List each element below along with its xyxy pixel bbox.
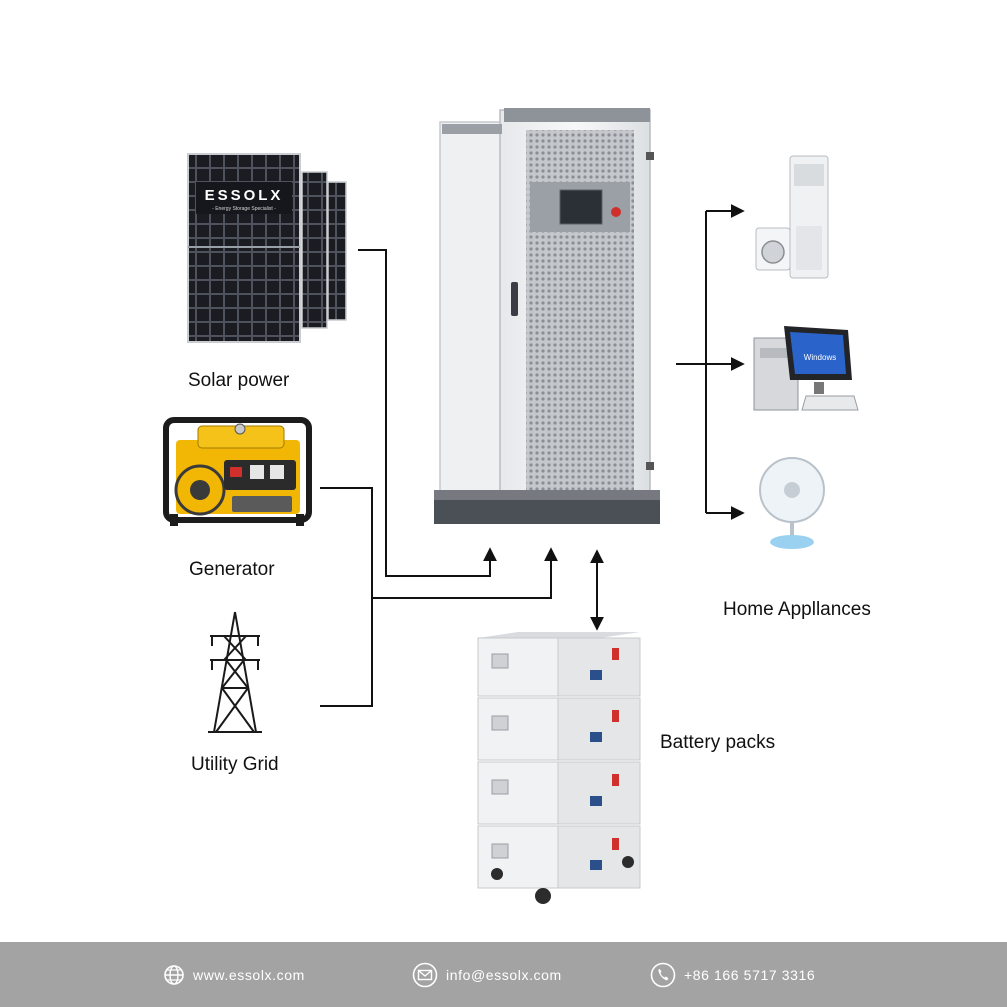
electric-fan-image xyxy=(759,457,825,549)
email-text[interactable]: info@essolx.com xyxy=(446,966,562,983)
panel-brand-tagline: - Energy Storage Specialist - xyxy=(212,206,276,212)
utility-grid-tower-image xyxy=(208,611,262,733)
globe-icon xyxy=(164,964,184,985)
website-text[interactable]: www.essolx.com xyxy=(193,966,305,983)
envelope-icon xyxy=(412,962,438,987)
phone-text[interactable]: +86 166 5717 3316 xyxy=(684,966,816,983)
solar-to-cabinet-line xyxy=(358,249,497,577)
bus-to-cabinet-line xyxy=(372,547,558,599)
phone-contact[interactable]: +86 166 5717 3316 xyxy=(650,942,815,1007)
air-conditioner-washer-image xyxy=(755,155,829,279)
email-contact[interactable]: info@essolx.com xyxy=(412,942,562,1007)
utility-grid-label: Utility Grid xyxy=(191,754,279,775)
battery-packs-image xyxy=(477,632,641,904)
generator-image xyxy=(163,417,312,526)
phone-icon xyxy=(650,962,676,987)
solar-power-label: Solar power xyxy=(188,370,290,391)
home-appliances-label: Home Appllances xyxy=(723,599,871,620)
energy-storage-cabinet-image xyxy=(434,108,660,524)
generator-grid-bus-line xyxy=(320,487,373,707)
panel-brand-name: ESSOLX xyxy=(205,187,284,204)
contact-footer: www.essolx.com info@essolx.com +86 166 5… xyxy=(0,942,1007,1007)
connection-lines xyxy=(320,204,745,707)
battery-packs-label: Battery packs xyxy=(660,732,776,753)
generator-label: Generator xyxy=(189,559,275,580)
website-contact[interactable]: www.essolx.com xyxy=(163,942,305,1007)
monitor-screen-text: Windows xyxy=(804,353,836,362)
solar-panel-image: ESSOLX - Energy Storage Specialist - xyxy=(187,153,347,343)
desktop-computer-image: Windows xyxy=(753,326,859,411)
